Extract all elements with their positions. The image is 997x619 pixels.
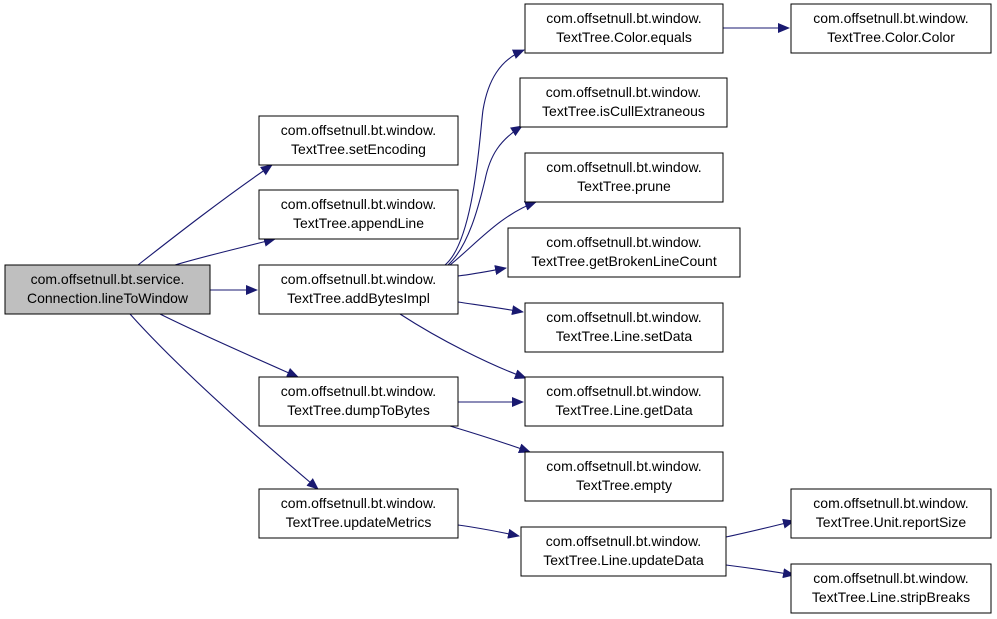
node-box <box>790 488 992 539</box>
node-colorColor[interactable]: com.offsetnull.bt.window. TextTree.Color.… <box>790 3 992 54</box>
node-method-label: Connection.lineToWindow <box>27 290 189 306</box>
node-box <box>524 302 724 353</box>
node-method-label: TextTree.updateMetrics <box>286 514 432 530</box>
edge-lineUpdateData-to-lineStripBreaks <box>725 564 795 579</box>
edge-lineToWindow-to-updateMetrics <box>129 313 319 490</box>
node-package-label: com.offsetnull.bt.window. <box>546 533 701 549</box>
node-method-label: TextTree.Color.Color <box>827 29 955 45</box>
node-method-label: TextTree.isCullExtraneous <box>542 103 705 119</box>
node-updateMetrics[interactable]: com.offsetnull.bt.window. TextTree.update… <box>258 488 459 539</box>
node-box <box>524 376 724 427</box>
node-getBrokenLineCount[interactable]: com.offsetnull.bt.window. TextTree.getBro… <box>507 227 741 278</box>
edge-addBytesImpl-to-getBrokenLineCount <box>457 265 507 277</box>
edge-lineToWindow-to-dumpToBytes <box>159 313 299 378</box>
node-method-label: TextTree.Color.equals <box>556 29 692 45</box>
node-package-label: com.offsetnull.bt.window. <box>813 495 968 511</box>
edge-updateMetrics-to-lineUpdateData <box>457 524 520 539</box>
node-package-label: com.offsetnull.bt.window. <box>546 10 701 26</box>
node-method-label: TextTree.Line.stripBreaks <box>812 589 970 605</box>
edge-arrow <box>137 164 273 266</box>
node-box <box>258 376 459 427</box>
edge-arrow <box>457 301 524 316</box>
node-box <box>519 77 728 128</box>
node-package-label: com.offsetnull.bt.window. <box>281 271 436 287</box>
node-lineSetData[interactable]: com.offsetnull.bt.window. TextTree.Line.s… <box>524 302 724 353</box>
node-method-label: TextTree.dumpToBytes <box>287 402 430 418</box>
node-package-label: com.offsetnull.bt.window. <box>546 458 701 474</box>
node-package-label: com.offsetnull.bt.window. <box>546 383 701 399</box>
node-box <box>524 3 724 54</box>
node-box <box>524 451 724 502</box>
node-dumpToBytes[interactable]: com.offsetnull.bt.window. TextTree.dumpTo… <box>258 376 459 427</box>
edge-arrow <box>174 236 276 266</box>
node-package-label: com.offsetnull.bt.window. <box>546 159 701 175</box>
edge-arrow <box>457 265 507 277</box>
node-method-label: TextTree.Line.getData <box>555 402 692 418</box>
node-package-label: com.offsetnull.bt.window. <box>546 309 701 325</box>
edge-arrow <box>725 518 795 538</box>
edge-arrow <box>447 125 523 266</box>
node-box <box>258 488 459 539</box>
edge-arrow <box>449 425 531 453</box>
node-prune[interactable]: com.offsetnull.bt.window. TextTree.prune <box>524 152 724 203</box>
node-method-label: TextTree.Line.updateData <box>543 552 704 568</box>
node-lineGetData[interactable]: com.offsetnull.bt.window. TextTree.Line.g… <box>524 376 724 427</box>
edge-lineUpdateData-to-unitReportSize <box>725 518 795 538</box>
node-package-label: com.offsetnull.bt.window. <box>546 234 701 250</box>
edge-arrow <box>399 313 527 379</box>
node-lineStripBreaks[interactable]: com.offsetnull.bt.window. TextTree.Line.s… <box>790 563 992 614</box>
node-package-label: com.offsetnull.bt.window. <box>813 570 968 586</box>
node-empty[interactable]: com.offsetnull.bt.window. TextTree.empty <box>524 451 724 502</box>
edge-addBytesImpl-to-lineGetData <box>399 313 527 379</box>
edge-arrow <box>159 313 299 378</box>
edge-addBytesImpl-to-lineSetData <box>457 301 524 316</box>
edge-lineToWindow-to-setEncoding <box>137 164 273 266</box>
node-box <box>258 189 459 240</box>
node-lineUpdateData[interactable]: com.offsetnull.bt.window. TextTree.Line.u… <box>520 526 727 577</box>
node-method-label: TextTree.Unit.reportSize <box>816 514 967 530</box>
node-package-label: com.offsetnull.bt.window. <box>281 122 436 138</box>
node-method-label: TextTree.empty <box>576 477 672 493</box>
node-colorEquals[interactable]: com.offsetnull.bt.window. TextTree.Color.… <box>524 3 724 54</box>
edge-addBytesImpl-to-prune <box>449 201 537 266</box>
node-package-label: com.offsetnull.bt.window. <box>813 10 968 26</box>
node-box <box>520 526 727 577</box>
node-package-label: com.offsetnull.bt.window. <box>281 383 436 399</box>
edge-arrow <box>725 564 795 579</box>
edge-arrow <box>457 524 520 539</box>
node-box <box>258 264 459 315</box>
edge-arrow <box>444 49 525 266</box>
node-method-label: TextTree.addBytesImpl <box>287 290 430 306</box>
node-box <box>4 264 211 315</box>
node-addBytesImpl[interactable]: com.offsetnull.bt.window. TextTree.addByt… <box>258 264 459 315</box>
edge-addBytesImpl-to-isCullExtraneous <box>447 125 523 266</box>
edges-layer <box>129 23 795 579</box>
node-box <box>524 152 724 203</box>
node-package-label: com.offsetnull.bt.window. <box>281 196 436 212</box>
node-lineToWindow[interactable]: com.offsetnull.bt.service. Connection.lin… <box>4 264 211 315</box>
edge-addBytesImpl-to-colorEquals <box>444 49 525 266</box>
node-package-label: com.offsetnull.bt.service. <box>31 271 185 287</box>
edge-lineToWindow-to-appendLine <box>174 236 276 266</box>
edge-arrow <box>129 313 319 490</box>
node-package-label: com.offsetnull.bt.window. <box>281 495 436 511</box>
node-unitReportSize[interactable]: com.offsetnull.bt.window. TextTree.Unit.r… <box>790 488 992 539</box>
node-method-label: TextTree.setEncoding <box>291 141 426 157</box>
node-box <box>258 115 459 166</box>
edge-arrow <box>449 201 537 266</box>
node-box <box>790 563 992 614</box>
node-method-label: TextTree.getBrokenLineCount <box>531 253 717 269</box>
nodes-layer: com.offsetnull.bt.service. Connection.lin… <box>4 3 992 614</box>
node-package-label: com.offsetnull.bt.window. <box>546 84 701 100</box>
node-method-label: TextTree.appendLine <box>293 215 424 231</box>
node-box <box>790 3 992 54</box>
node-method-label: TextTree.prune <box>577 178 671 194</box>
node-box <box>507 227 741 278</box>
node-isCullExtraneous[interactable]: com.offsetnull.bt.window. TextTree.isCull… <box>519 77 728 128</box>
node-appendLine[interactable]: com.offsetnull.bt.window. TextTree.append… <box>258 189 459 240</box>
node-method-label: TextTree.Line.setData <box>556 328 693 344</box>
node-setEncoding[interactable]: com.offsetnull.bt.window. TextTree.setEnc… <box>258 115 459 166</box>
edge-dumpToBytes-to-empty <box>449 425 531 453</box>
